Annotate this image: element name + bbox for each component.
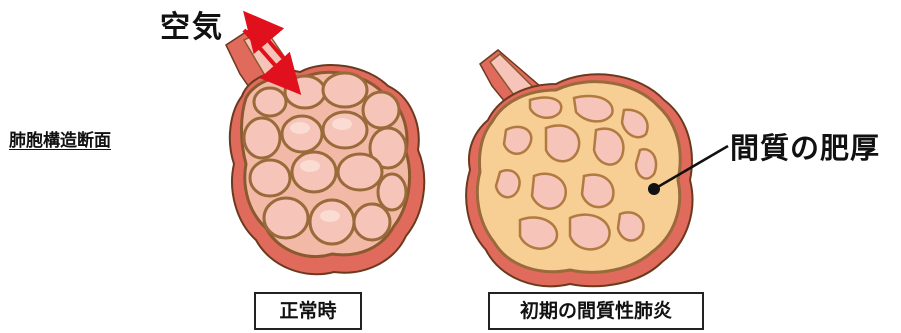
interstitial-thickening-label: 間質の肥厚 xyxy=(730,125,880,167)
interstitium-pointer-dot xyxy=(648,183,660,195)
interstitial-pneumonia-alveoli xyxy=(466,50,728,286)
interstitial-pneumonia-caption: 初期の間質性肺炎 xyxy=(488,292,704,330)
air-label: 空気 xyxy=(160,2,224,46)
section-title: 肺胞構造断面 xyxy=(9,126,111,151)
normal-alveoli xyxy=(226,26,424,274)
normal-caption: 正常時 xyxy=(254,292,362,330)
